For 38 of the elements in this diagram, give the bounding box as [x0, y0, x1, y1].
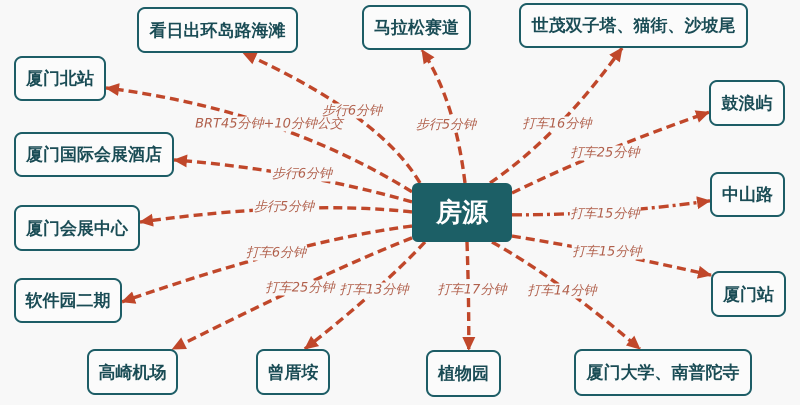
place-box: 世茂双子塔、猫街、沙坡尾: [519, 3, 748, 48]
arrow: [242, 51, 422, 184]
place-box: 马拉松赛道: [362, 5, 471, 50]
arrow: [489, 47, 624, 184]
edge-label: 步行5分钟: [252, 200, 316, 214]
edge-label: BRT45分钟+10分钟公交: [194, 116, 344, 132]
arrow: [304, 240, 426, 350]
arrow: [462, 242, 476, 351]
edge-label: 打车25分钟: [264, 280, 336, 296]
place-box: 中山路: [710, 172, 785, 217]
arrow: [491, 240, 641, 350]
place-box: 厦门会展中心: [14, 205, 140, 251]
arrow: [105, 83, 413, 194]
place-box: 高崎机场: [87, 349, 178, 395]
edge-label: 步行6分钟: [270, 166, 334, 182]
edge-label: 打车6分钟: [244, 246, 308, 260]
center-box: 房源: [412, 183, 512, 242]
arrow: [420, 49, 467, 184]
place-box: 软件园二期: [14, 278, 122, 323]
place-box: 植物园: [426, 350, 501, 397]
place-box: 厦门国际会展酒店: [14, 132, 174, 177]
edge-label: 打车17分钟: [436, 282, 508, 298]
place-box: 厦门大学、南普陀寺: [574, 349, 752, 396]
place-box: 看日出环岛路海滩: [137, 7, 298, 53]
place-box: 厦门北站: [14, 56, 106, 101]
edge-label: 打车25分钟: [570, 146, 640, 160]
place-box: 厦门站: [711, 271, 786, 317]
edge-label: 步行6分钟: [320, 104, 384, 118]
edge-label: 打车13分钟: [338, 282, 410, 298]
edge-label: 打车16分钟: [522, 116, 592, 132]
edge-label: 打车15分钟: [570, 206, 640, 222]
arrow: [172, 236, 413, 351]
place-box: 鼓浪屿: [709, 80, 785, 126]
edge-label: 打车15分钟: [572, 244, 642, 260]
place-box: 曾厝垵: [256, 349, 330, 395]
edge-label: 步行5分钟: [414, 118, 478, 132]
arrow: [511, 110, 710, 195]
edge-label: 打车14分钟: [526, 284, 598, 298]
